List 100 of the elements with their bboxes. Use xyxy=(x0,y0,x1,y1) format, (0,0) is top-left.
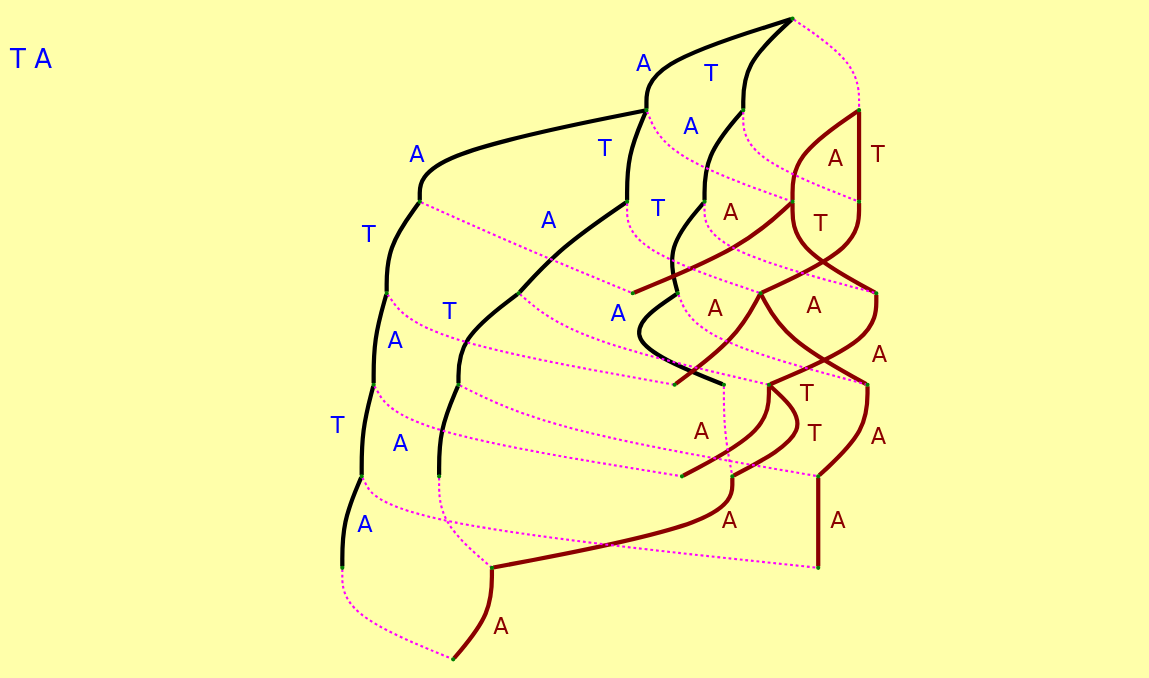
connector xyxy=(386,293,674,386)
edge-label: A xyxy=(827,145,844,172)
edge-label: T xyxy=(800,379,814,406)
edge-label: T xyxy=(704,59,718,86)
node-circle xyxy=(516,291,521,296)
connector xyxy=(459,384,817,478)
connector xyxy=(452,569,495,660)
connector xyxy=(456,292,519,384)
node-circle xyxy=(371,382,376,387)
node-circle xyxy=(856,108,862,113)
connector xyxy=(677,294,867,386)
connector xyxy=(816,477,821,567)
connector xyxy=(670,201,706,293)
edge-label: A xyxy=(870,422,887,449)
connector xyxy=(682,386,772,478)
connector xyxy=(492,477,735,570)
edge-label: A xyxy=(683,113,699,140)
edge-label: A xyxy=(723,199,739,226)
node-circle xyxy=(856,199,862,204)
connector xyxy=(674,293,762,386)
node-circle xyxy=(451,657,456,662)
edge-label: T xyxy=(442,297,457,324)
connector xyxy=(817,386,870,477)
connector xyxy=(518,200,628,294)
edge-label: T xyxy=(651,195,665,222)
edge-label: A xyxy=(357,510,373,537)
node-circle xyxy=(790,199,795,204)
connector xyxy=(732,384,800,478)
edge-label: A xyxy=(635,49,652,76)
node-circle xyxy=(624,199,630,204)
connector xyxy=(519,293,768,386)
edge-label: A xyxy=(806,292,822,319)
connector xyxy=(644,17,792,109)
edge-label: A xyxy=(392,429,409,456)
edge-label: A xyxy=(721,507,738,534)
edge-label: A xyxy=(493,613,509,640)
edge-label: A xyxy=(707,294,723,321)
connector xyxy=(790,109,860,201)
edge-label: A xyxy=(409,141,425,168)
node-circle xyxy=(359,474,364,479)
connector xyxy=(856,111,862,201)
connector xyxy=(438,477,492,568)
edge-label: T xyxy=(807,420,822,447)
edge-label: A xyxy=(830,507,846,534)
connector xyxy=(340,476,364,567)
node-circle xyxy=(865,382,870,387)
connector xyxy=(361,477,817,569)
node-circle xyxy=(340,565,345,570)
edge-label: A xyxy=(871,340,888,367)
node-circle xyxy=(417,199,422,204)
node-circle xyxy=(437,474,442,479)
node-circle xyxy=(489,565,495,570)
node-circle xyxy=(790,16,795,21)
edge-label: T xyxy=(361,220,376,247)
edge-label: T xyxy=(813,210,828,237)
node-circle xyxy=(730,474,735,479)
node-circle xyxy=(816,474,821,479)
connector xyxy=(637,292,724,387)
edge-label: A xyxy=(610,300,626,327)
node-circle xyxy=(675,291,680,296)
connector xyxy=(722,386,734,476)
node-circle xyxy=(644,108,649,113)
connector xyxy=(359,385,376,475)
node-circle xyxy=(456,382,461,387)
node-circle xyxy=(816,565,821,570)
node-circle xyxy=(672,382,677,387)
edge-label: T xyxy=(871,141,885,168)
sequence-label: T A xyxy=(10,44,52,74)
connector xyxy=(417,108,646,201)
connector xyxy=(371,294,389,384)
node-circle xyxy=(758,291,763,296)
edge-label: A xyxy=(541,206,557,233)
connector xyxy=(793,18,861,109)
connector xyxy=(420,201,632,294)
connector xyxy=(769,294,879,387)
edge-label: A xyxy=(387,326,403,353)
connector xyxy=(384,201,421,292)
connector xyxy=(625,110,648,201)
connector xyxy=(790,203,877,295)
node-circle xyxy=(721,382,726,387)
connector xyxy=(759,293,868,386)
connector xyxy=(741,18,793,109)
node-circle xyxy=(702,199,707,204)
connector xyxy=(703,203,876,294)
node-circle xyxy=(384,291,389,296)
connector xyxy=(633,201,793,295)
node-circle xyxy=(679,474,685,479)
connector xyxy=(760,203,862,295)
edge-label: T xyxy=(330,412,345,439)
node-circle xyxy=(741,108,746,113)
node-circle xyxy=(630,291,635,296)
connector xyxy=(742,111,859,203)
connector xyxy=(626,203,760,294)
edge-label: T xyxy=(597,135,612,162)
connector xyxy=(702,109,744,201)
edge-label: A xyxy=(693,417,710,444)
connector xyxy=(373,385,681,478)
connector xyxy=(646,111,792,203)
node-circle xyxy=(874,291,879,296)
connector xyxy=(437,385,460,475)
